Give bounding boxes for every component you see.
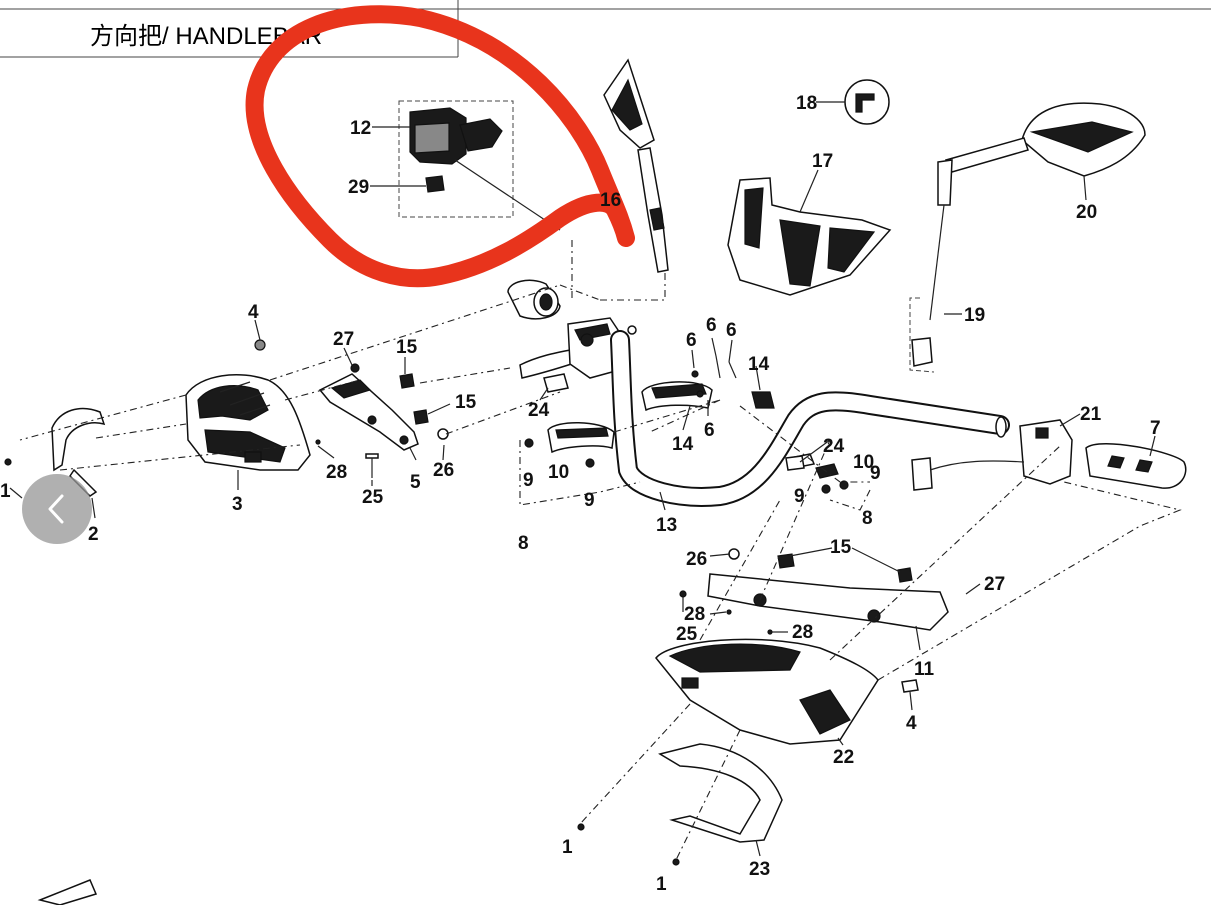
label-15-left: 15: [396, 337, 418, 358]
label-29: 29: [348, 177, 369, 198]
label-27-left: 27: [333, 329, 354, 350]
label-6-b: 6: [706, 315, 717, 336]
label-16: 16: [600, 190, 621, 211]
left-lever-assembly: [507, 279, 637, 389]
part-24-pins: [543, 373, 805, 471]
label-21: 21: [1080, 404, 1102, 425]
label-22: 22: [833, 747, 854, 768]
label-9-mid: 9: [584, 490, 595, 511]
part-14-clamps: [641, 370, 775, 412]
label-26-right: 26: [686, 549, 707, 570]
label-8-right: 8: [862, 508, 873, 529]
part-12-switch: [398, 100, 514, 218]
label-6-d: 6: [704, 420, 715, 441]
label-11: 11: [914, 659, 935, 680]
title-box: 方向把/ HANDLEBAR: [0, 0, 1211, 58]
label-9-left: 9: [523, 470, 534, 491]
label-28-right-a: 28: [684, 604, 705, 625]
part-23-trim: [658, 743, 783, 843]
part-5-bracket: [318, 373, 419, 451]
label-15-mid: 15: [455, 392, 477, 413]
label-7: 7: [1150, 418, 1161, 439]
label-24-right: 24: [823, 436, 845, 457]
label-2: 2: [88, 524, 99, 545]
part-16-left-mirror: [603, 58, 669, 273]
part-20-right-mirror: [929, 102, 1146, 321]
cut-off-part-icon: [37, 879, 98, 905]
label-1-bottom: 1: [656, 874, 667, 895]
label-9-right-a: 9: [870, 463, 881, 484]
label-3: 3: [232, 494, 243, 515]
part-2-clip: [51, 407, 106, 497]
part-18-emblem: [844, 79, 890, 125]
label-18: 18: [796, 93, 817, 114]
label-4-left: 4: [248, 302, 259, 323]
part-labels: 12 29 16 18 17 20 19 21 7 4 27 15 15 26 …: [0, 93, 1161, 895]
part-22-right-handguard: [655, 638, 879, 745]
red-highlight-circle: [245, 5, 635, 288]
label-23: 23: [749, 859, 770, 880]
label-26-left: 26: [433, 460, 454, 481]
label-4-right: 4: [906, 713, 917, 734]
part-3-left-handguard: [185, 374, 311, 471]
label-19: 19: [964, 305, 985, 326]
label-27-right: 27: [984, 574, 1005, 595]
label-25-left: 25: [362, 487, 384, 508]
label-28-right-b: 28: [792, 622, 813, 643]
label-1-left: 1: [0, 481, 11, 502]
label-25-right: 25: [676, 624, 698, 645]
part-17-cover: [727, 177, 892, 296]
part-6-bolts: [696, 355, 737, 398]
leader-lines: [9, 101, 1182, 861]
label-10-right: 10: [853, 452, 874, 473]
label-1-mid: 1: [562, 837, 573, 858]
label-14-left: 14: [672, 434, 694, 455]
part-13-handlebar: [610, 330, 1010, 507]
label-13: 13: [656, 515, 677, 536]
back-button[interactable]: [22, 474, 92, 544]
label-12: 12: [350, 118, 371, 139]
left-fasteners: [4, 339, 449, 478]
right-fasteners: [577, 590, 919, 866]
label-17: 17: [812, 151, 833, 172]
part-7-right-grip: [1085, 442, 1187, 489]
label-15-right: 15: [830, 537, 852, 558]
part-21-right-switch: [911, 419, 1073, 491]
label-9-right-b: 9: [794, 486, 805, 507]
label-14-right: 14: [748, 354, 770, 375]
label-5: 5: [410, 472, 421, 493]
part-19-switch-cable: [909, 297, 935, 373]
label-28-left: 28: [326, 462, 347, 483]
chevron-left-icon: [48, 494, 64, 524]
label-6-a: 6: [686, 330, 697, 351]
label-20: 20: [1076, 202, 1097, 223]
label-24-left: 24: [528, 400, 550, 421]
part-11-right-bracket: [707, 548, 949, 631]
label-10-left: 10: [548, 462, 569, 483]
label-6-c: 6: [726, 320, 737, 341]
label-8-left: 8: [518, 533, 529, 554]
